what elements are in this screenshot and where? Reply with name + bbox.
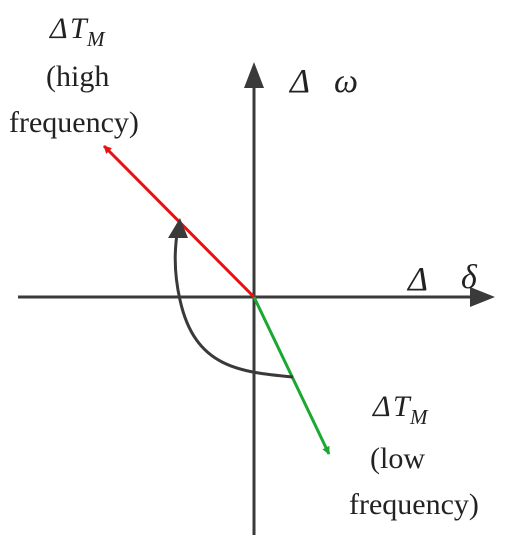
low-label-delta: Δ: [372, 390, 391, 423]
low-label-line1: (low: [370, 442, 425, 475]
rotation-arc-arrowhead: [168, 218, 188, 238]
y-axis-label-delta: Δ: [288, 63, 310, 100]
x-axis-label-var: δ: [461, 259, 478, 296]
high-label-line2: frequency): [9, 106, 139, 139]
rotation-arc: [173, 225, 294, 379]
high-label-sub: M: [86, 27, 106, 51]
high-label-t: T: [70, 12, 89, 45]
low-label-sub: M: [409, 405, 429, 429]
high-frequency-label: Δ T M (high frequency): [9, 12, 139, 139]
x-axis-label-delta: Δ: [406, 261, 428, 298]
low-label-line2: frequency): [349, 488, 479, 521]
high-label-delta: Δ: [49, 12, 68, 45]
low-label-t: T: [393, 390, 412, 423]
y-axis-arrowhead: [244, 62, 264, 88]
x-axis-arrowhead: [470, 287, 495, 307]
low-frequency-label: Δ T M (low frequency): [349, 390, 479, 521]
y-axis-label-var: ω: [334, 63, 358, 100]
high-label-line1: (high: [46, 60, 109, 93]
